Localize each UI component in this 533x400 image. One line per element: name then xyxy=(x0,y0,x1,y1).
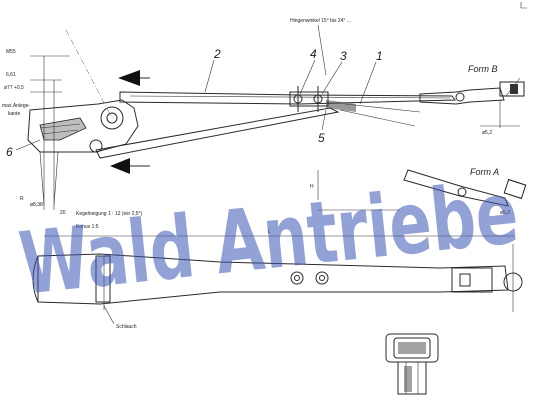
part-3-leader xyxy=(321,61,343,95)
end-clip-slot xyxy=(459,273,471,287)
dim-left-4: max.Anlege- xyxy=(2,103,30,109)
form-a-hole xyxy=(457,187,467,197)
form-a-hook xyxy=(503,178,527,200)
form-a-label: Form A xyxy=(470,167,499,177)
dim-left-3: ø77 +0,5 xyxy=(4,85,24,91)
taper-line-2 xyxy=(53,151,59,206)
arrow-bottom-icon xyxy=(110,158,130,174)
note-1: Kegelneigung 1 : 12 (ein 2,5°) xyxy=(76,211,143,217)
blade-strip-1 xyxy=(339,109,416,127)
pivot-section-hatch xyxy=(39,117,87,141)
screw-top-1-inner xyxy=(294,275,300,281)
form-b-leader xyxy=(505,77,521,97)
clamp-insert xyxy=(326,100,356,112)
end-clip xyxy=(451,267,493,293)
collar xyxy=(95,255,111,303)
part-3-label: 3 xyxy=(340,49,347,63)
part-6-leader xyxy=(15,139,41,151)
form-a-end xyxy=(403,169,509,207)
form-b-label: Form B xyxy=(468,64,498,74)
hatch-line-1 xyxy=(39,123,81,129)
arm-top-view-nose xyxy=(32,255,39,303)
pivot-lower-pin xyxy=(89,139,103,153)
clamp-block xyxy=(289,91,329,107)
screw-top-1 xyxy=(290,271,304,285)
dim-left-2: 6,61 xyxy=(6,72,16,78)
schlauch-leader xyxy=(103,305,115,325)
part-1-label: 1 xyxy=(376,49,383,63)
hatch-line-2 xyxy=(41,129,79,135)
dim-b-label: ø5,2 xyxy=(482,130,492,136)
pivot-hub-inner xyxy=(106,112,118,124)
spring-rod xyxy=(95,107,340,159)
part-6-label: 6 xyxy=(6,145,13,159)
dim-left-5: kante xyxy=(8,111,20,117)
arrow-top-icon xyxy=(118,70,140,86)
part-4-label: 4 xyxy=(310,47,317,61)
schlauch-label: Schlauch xyxy=(116,324,137,330)
corner-mark xyxy=(520,2,527,9)
top-note: Hingenwinkel 15° bis 24° ... xyxy=(290,18,351,24)
detail-view xyxy=(385,333,439,395)
dim-a-label: ø5,2 xyxy=(500,210,510,216)
blade-strip-2 xyxy=(344,103,421,113)
part-5-leader xyxy=(321,109,327,131)
pivot-head xyxy=(27,99,139,153)
dim-20: 20 xyxy=(60,210,66,216)
part-4-leader xyxy=(299,59,316,95)
part-2-label: 2 xyxy=(213,47,221,61)
pivot-hub xyxy=(100,106,124,130)
dim-r-label: R xyxy=(20,196,24,202)
form-b-hook-fill xyxy=(510,84,518,94)
part-1-leader xyxy=(359,61,377,105)
dim-left-1: M55 xyxy=(6,49,16,55)
dim-l-label: L xyxy=(268,229,271,235)
part-2-leader xyxy=(204,59,215,93)
screw-top-2-inner xyxy=(319,275,325,281)
form-b-end xyxy=(419,87,505,105)
note-2: Konus 1:5 xyxy=(76,224,99,230)
form-b-hole xyxy=(455,92,465,102)
dim-left-6: ø8,38 xyxy=(30,202,43,208)
pivot-axis-dash xyxy=(65,29,113,119)
form-b-hook xyxy=(499,81,525,97)
top-note-leader xyxy=(317,24,327,76)
taper-line-1 xyxy=(39,151,45,206)
part-5-label: 5 xyxy=(318,131,325,145)
screw-top-2 xyxy=(315,271,329,285)
dim-h-label: H xyxy=(310,184,314,190)
